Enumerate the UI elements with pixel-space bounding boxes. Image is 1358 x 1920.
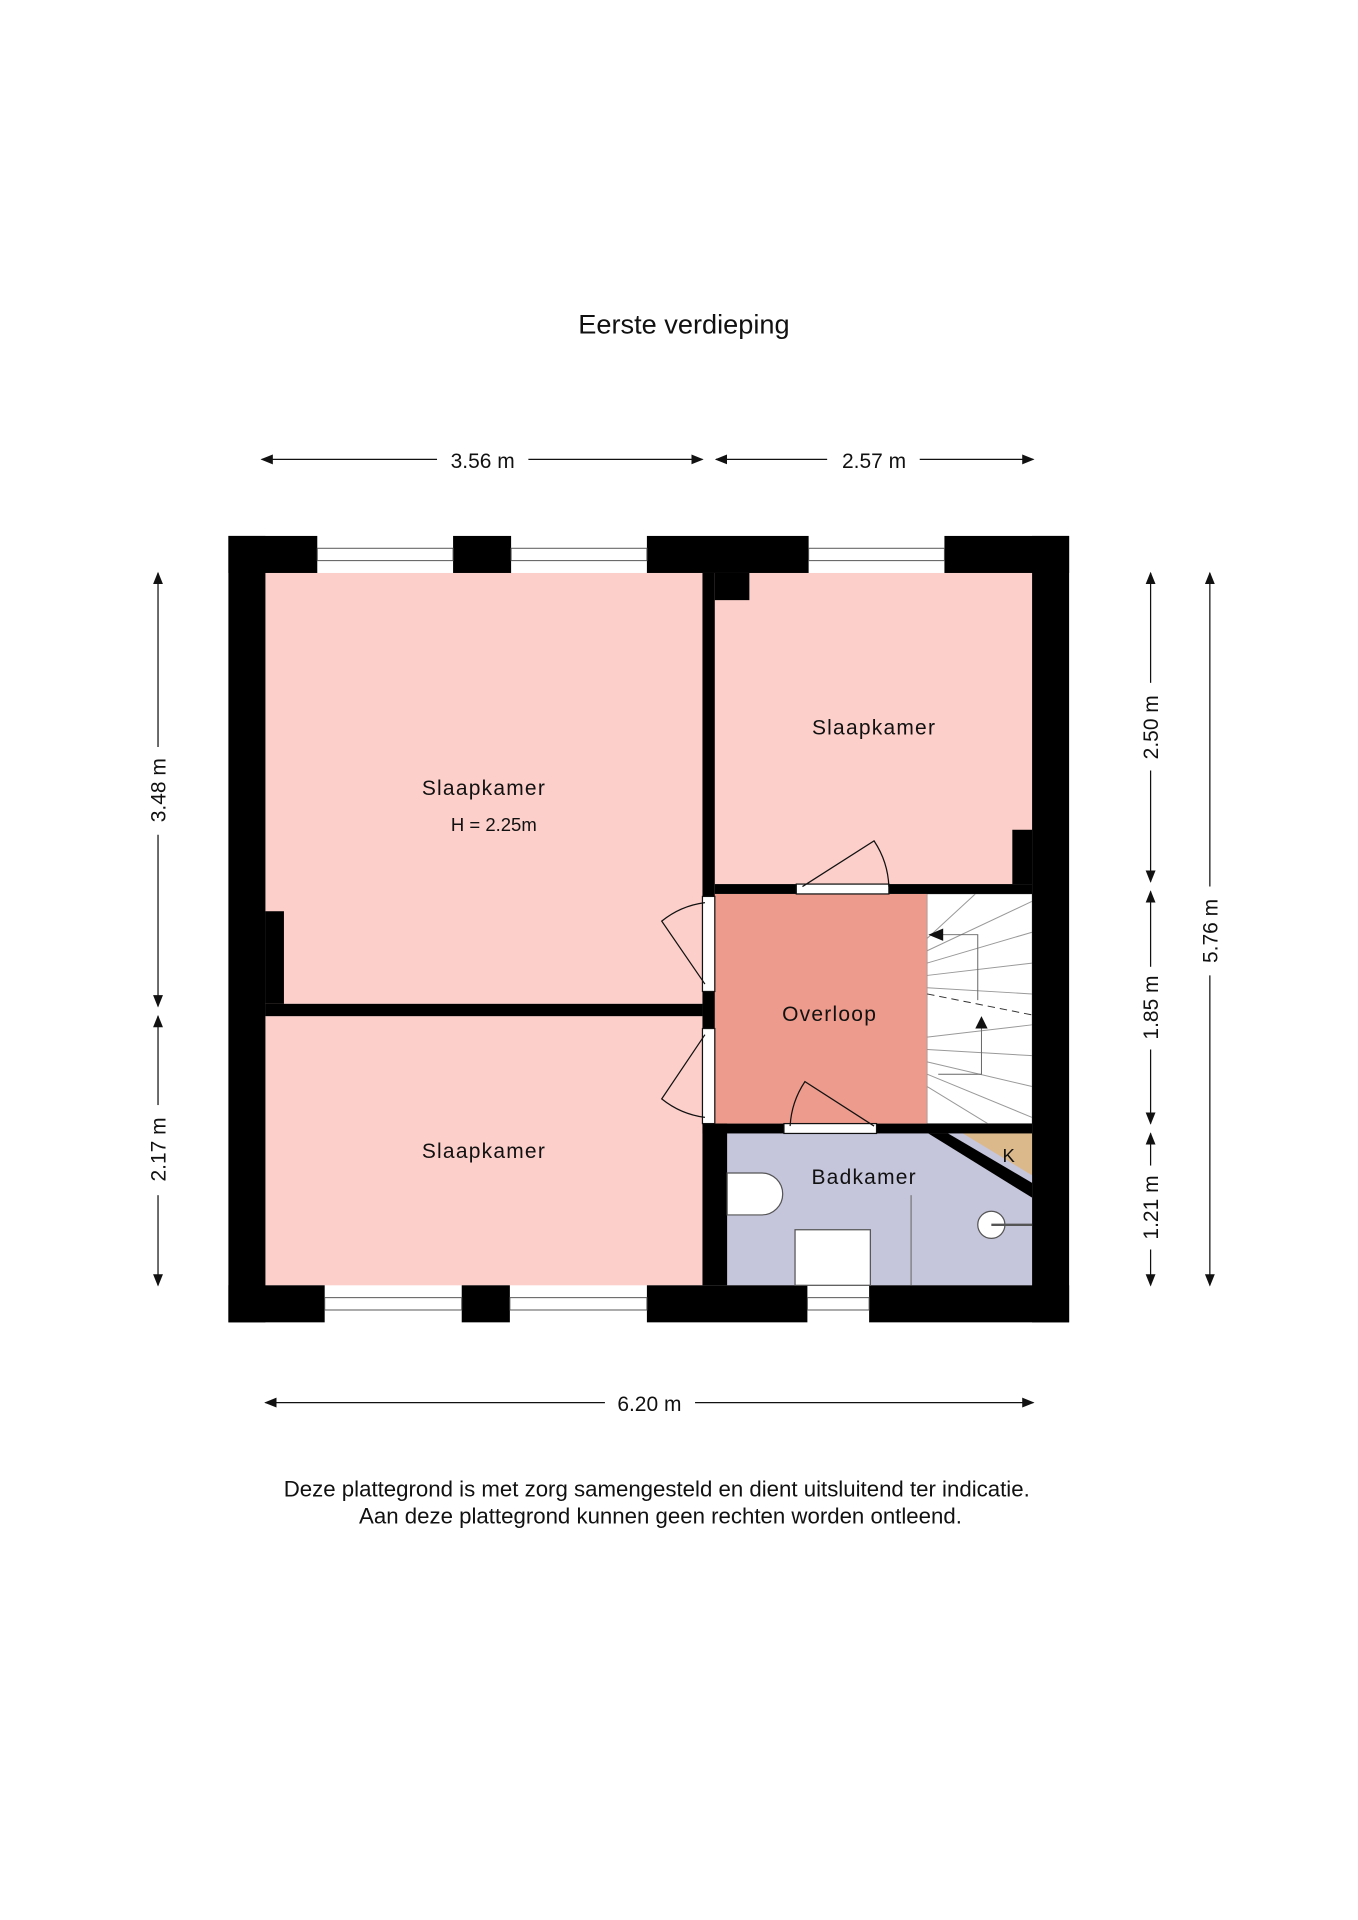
room-label: Slaapkamer [422, 1140, 546, 1163]
room-label: Overloop [782, 1003, 877, 1026]
room-label: Badkamer [811, 1166, 916, 1189]
staircase [926, 893, 1033, 1124]
walls [228, 535, 1070, 1323]
stair-treads [926, 893, 1033, 1124]
dimension-label: 3.48 m [147, 758, 170, 822]
plan-title: Eerste verdieping [578, 308, 789, 339]
windows [316, 547, 945, 1311]
ceiling-height: H = 2.25m [451, 814, 537, 835]
stair-arrow-icon [975, 1016, 988, 1029]
dimension-label: 2.50 m [1140, 695, 1163, 759]
dimension-label: 6.20 m [617, 1393, 681, 1416]
disclaimer-line: Deze plattegrond is met zorg samengestel… [284, 1476, 1030, 1501]
toilet-icon [726, 1172, 784, 1216]
room-landing [714, 893, 928, 1124]
dimension-label: 3.56 m [451, 450, 515, 473]
dimension-label: 1.85 m [1140, 975, 1163, 1039]
room-label: Slaapkamer [422, 777, 546, 800]
room-label: Slaapkamer [812, 717, 936, 740]
dimension-label: 5.76 m [1199, 899, 1222, 963]
room-bedroom-large [265, 572, 703, 1004]
stair-arrow-icon [928, 928, 944, 941]
dimension-label: 2.17 m [147, 1117, 170, 1181]
dimension-label: 2.57 m [842, 450, 906, 473]
dimension-label: 1.21 m [1140, 1175, 1163, 1239]
doors [660, 840, 890, 1135]
room-closet [962, 1133, 1033, 1176]
room-label: K [1002, 1145, 1015, 1166]
disclaimer-line: Aan deze plattegrond kunnen geen rechten… [359, 1504, 962, 1529]
room-bedroom-bottom [265, 1016, 703, 1286]
room-bedroom-small [714, 572, 1033, 885]
bath-unit [794, 1229, 871, 1286]
dimension-lines [153, 454, 1215, 1408]
